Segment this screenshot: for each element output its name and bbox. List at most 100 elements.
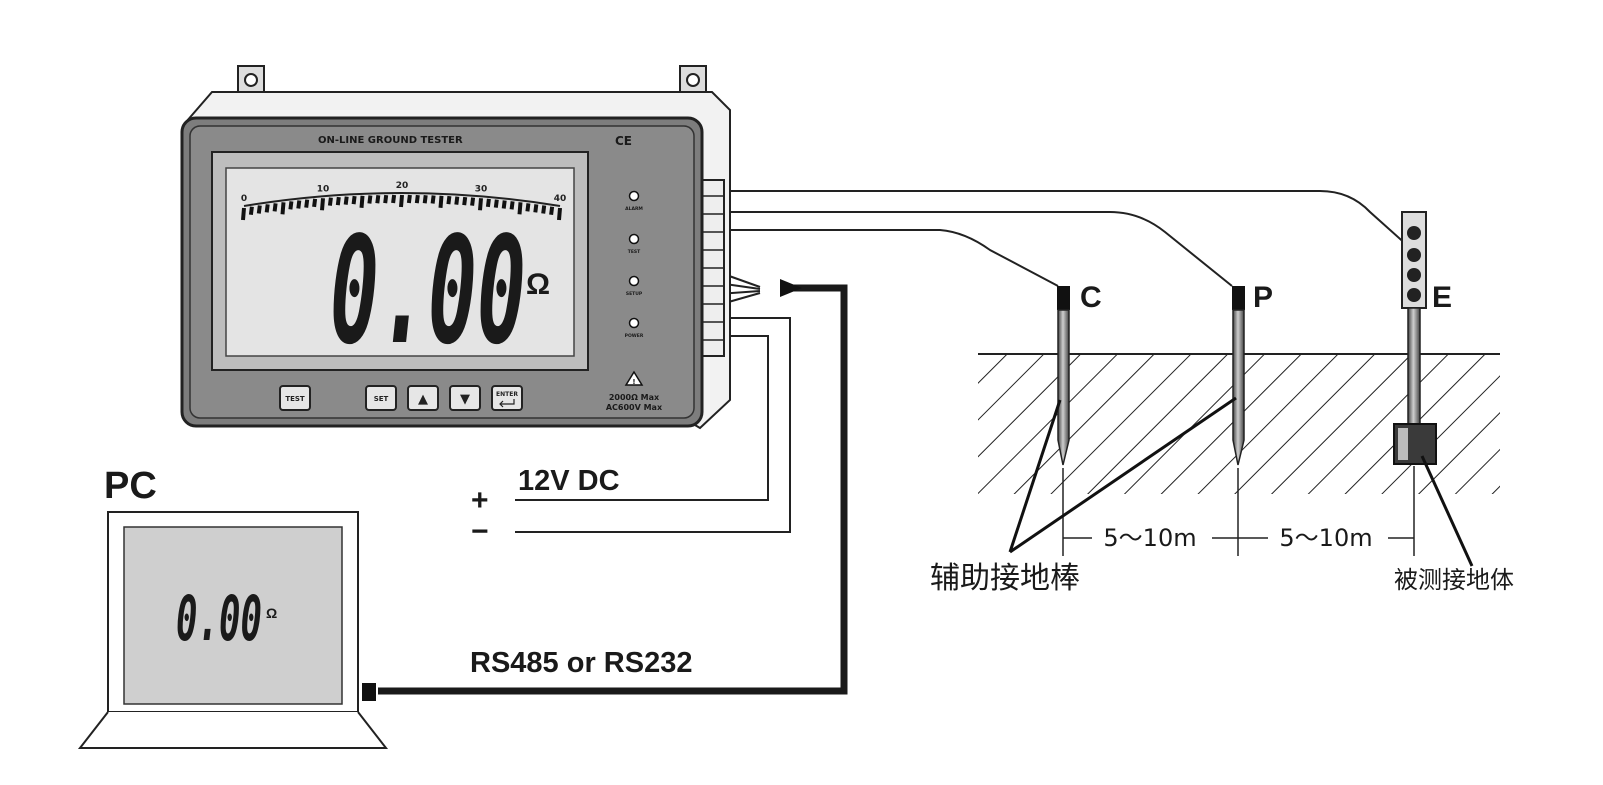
scale-bar-segment [312,198,318,208]
up-arrow-icon: ▲ [418,392,428,407]
scale-bar-segment [541,205,547,214]
bargraph-scale [241,194,562,221]
scale-bar-segment [501,200,507,209]
plus-terminal-label: + [471,484,489,517]
power-supply-label: 12V DC [518,465,620,497]
comm-cable [362,279,848,701]
scale-bar-segment [509,201,515,210]
scale-bar-segment [406,194,412,204]
measured-ground-label: 被测接地体 [1394,566,1514,594]
scale-bar-segment [549,206,555,215]
probe-e-label: E [1432,281,1452,314]
scale-bar-segment [288,201,294,210]
scale-bar-segment [327,197,333,206]
scale-bar-segment [438,195,444,208]
pc-screen [123,526,343,705]
enter-button[interactable]: ENTER [491,385,523,411]
setup-led-icon [628,275,640,287]
enter-arrow-icon [499,399,515,408]
probe-c: C [1057,281,1102,466]
scale-tick-label: 30 [475,184,488,194]
pc-unit-symbol: Ω [266,605,277,621]
pc-port-icon [362,683,376,701]
test-led-icon [628,233,640,245]
scale-bar-segment [248,206,254,215]
minus-terminal-label: − [471,515,489,548]
scale-bar-segment [462,196,468,206]
callout-leaders [1008,396,1474,567]
scale-bar-segment [478,198,483,211]
pc-computer: PC 0.00 Ω [77,465,389,749]
scale-bar-segment [280,202,286,215]
test-button[interactable]: TEST [279,385,311,411]
scale-bar-segment [272,203,278,212]
probe-p: P [1232,281,1273,466]
warning-triangle-icon [624,370,644,386]
probe-cables [718,190,1409,287]
scale-bar-segment [517,202,523,215]
scale-bar-segment [343,196,349,205]
scale-bar-segment [256,205,262,214]
pc-base [77,711,389,749]
alarm-led-icon [628,190,640,202]
scale-bar-segment [399,194,404,208]
device-title: ON-LINE GROUND TESTER [318,135,463,146]
comm-interface-label: RS485 or RS232 [470,647,692,679]
indicator-label-setup: SETUP [626,291,643,297]
ce-mark: CE [615,134,632,148]
scale-tick-label: 10 [317,184,330,194]
pc-label: PC [104,465,157,507]
scale-bar-segment [493,199,499,208]
scale-bar-segment [241,207,246,221]
scale-bar-segment [296,200,302,209]
indicator-leds: ALARM TEST SETUP POWER [625,190,644,339]
scale-bar-segment [383,194,389,204]
scale-tick-label: 0 [241,194,247,204]
scale-bar-segment [359,195,365,208]
scale-bar-segment [485,198,491,208]
scale-bar-segment [320,198,325,211]
aux-ground-rods-label: 辅助接地棒 [930,561,1080,596]
set-button[interactable]: SET [365,385,397,411]
scale-bar-segment [454,196,460,205]
probe-e-measured-ground: E [1393,211,1452,465]
indicator-label-alarm: ALARM [625,206,643,212]
up-button[interactable]: ▲ [407,385,439,411]
scale-bar-segment [470,197,476,206]
scale-bar-segment [430,195,436,204]
scale-bar-segment [422,195,428,204]
distance-p-to-e: 5～10m [1279,524,1372,552]
scale-bar-segment [557,207,562,221]
probe-p-label: P [1253,281,1273,314]
scale-bar-segment [446,195,452,205]
scale-bar-segment [264,204,270,213]
power-led-icon [628,317,640,329]
scale-tick-label: 40 [554,194,567,204]
scale-bar-segment [367,195,373,204]
distance-c-to-p: 5～10m [1103,524,1196,552]
scale-tick-label: 20 [396,181,409,191]
probe-c-label: C [1080,281,1102,314]
svg-text:SET: SET [374,395,389,403]
scale-bar-segment [533,204,539,213]
down-arrow-icon: ▼ [460,392,470,407]
comm-plug-icon [780,279,802,297]
svg-text:!: ! [632,378,635,386]
scale-bar-segment [351,195,357,205]
indicator-label-power: POWER [625,333,644,339]
distance-dimensions [1062,466,1415,556]
scale-bar-segment [391,194,397,204]
scale-bar-segment [375,195,381,204]
scale-bar-segment [525,203,531,212]
svg-text:ENTER: ENTER [496,391,518,398]
scale-bar-segment [304,199,310,208]
scale-bar-segment [335,196,341,206]
rating-voltage: AC600V Max [606,403,663,412]
pc-reading: 0.00 [176,582,262,655]
down-button[interactable]: ▼ [449,385,481,411]
scale-bar-segment [414,194,420,204]
lcd-unit-symbol: Ω [526,268,550,301]
svg-text:TEST: TEST [285,395,305,403]
rating-resistance: 2000Ω Max [609,393,660,402]
